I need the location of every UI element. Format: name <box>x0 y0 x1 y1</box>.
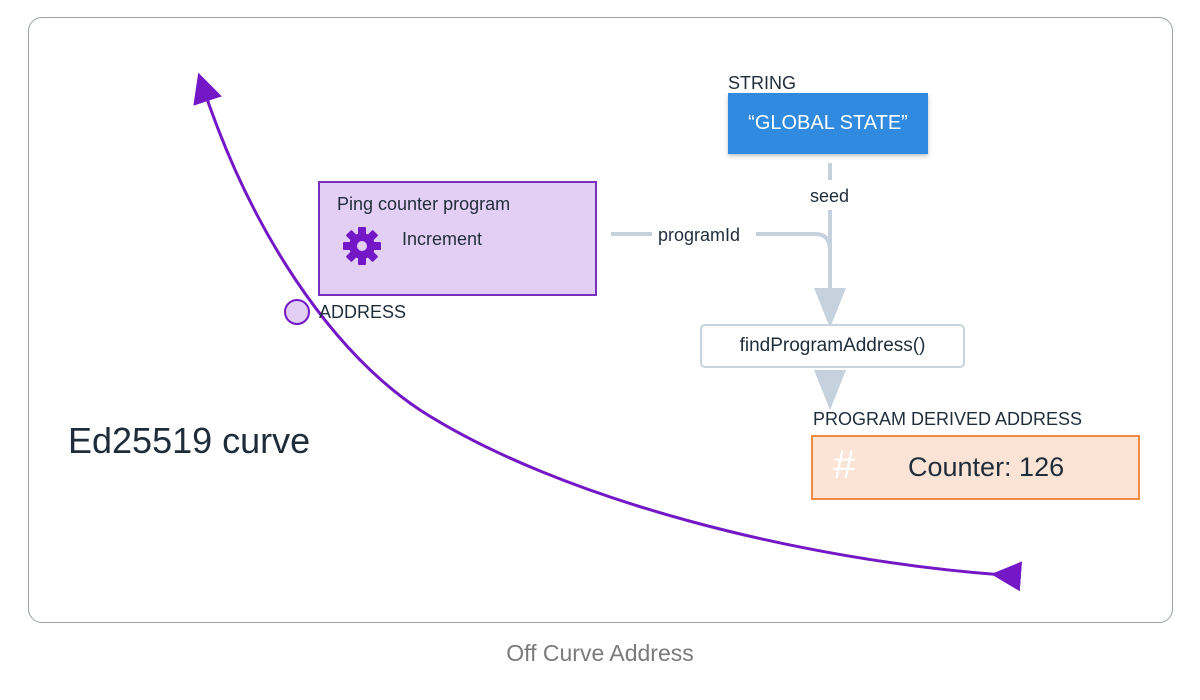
pda-heading: PROGRAM DERIVED ADDRESS <box>813 409 1083 429</box>
pda-value: Counter: 126 <box>908 452 1065 482</box>
string-box: “GLOBAL STATE” <box>728 93 928 154</box>
ed25519-curve <box>193 72 1023 592</box>
program-box: Ping counter program Increment <box>318 181 597 296</box>
diagram-frame <box>28 17 1173 623</box>
address-label: ADDRESS <box>319 302 407 322</box>
address-point <box>284 299 310 325</box>
program-id-label: programId <box>658 225 741 245</box>
pda-box: # Counter: 126 <box>811 435 1140 500</box>
curve-label: Ed25519 curve <box>68 420 311 461</box>
program-id-connector-right <box>756 232 832 251</box>
program-title: Ping counter program <box>337 194 511 214</box>
find-program-address-box: findProgramAddress() <box>700 324 965 368</box>
string-value: “GLOBAL STATE” <box>748 112 908 134</box>
function-label: findProgramAddress() <box>739 335 926 356</box>
hash-icon: # <box>833 443 856 487</box>
seed-label: seed <box>810 186 850 206</box>
gear-icon <box>343 227 381 265</box>
instruction-label: Increment <box>402 229 483 249</box>
string-heading: STRING <box>728 73 797 93</box>
caption: Off Curve Address <box>506 640 694 666</box>
